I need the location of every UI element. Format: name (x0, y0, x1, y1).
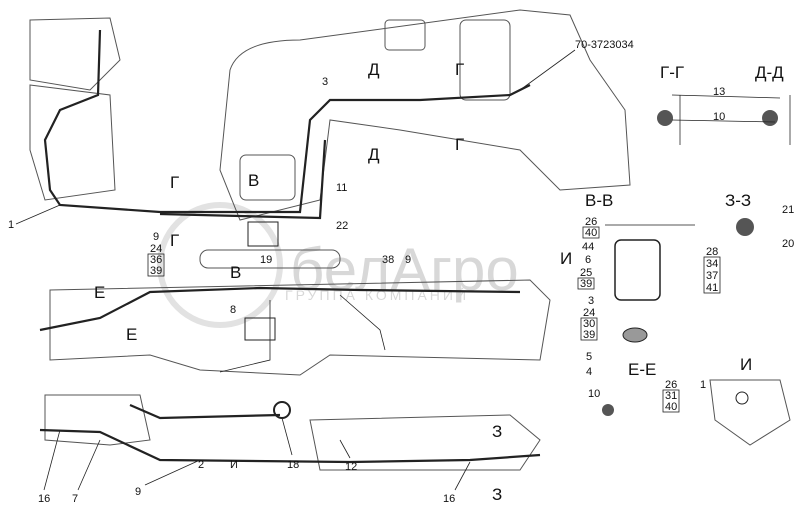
callout: 34 (706, 258, 718, 270)
marker-i: И (560, 249, 572, 268)
callout: 6 (585, 254, 591, 266)
marker-g: Г (170, 231, 179, 250)
callout: 7 (72, 493, 78, 505)
callout: 18 (287, 459, 299, 471)
vehicle-outline (29, 9, 631, 471)
callout: 26 (665, 379, 677, 391)
callout: 28 (706, 246, 718, 258)
callout: 10 (588, 388, 600, 400)
section-markers: Д Д Г Г Г Г В В Е Е З З И И (94, 60, 572, 504)
callout: 5 (586, 351, 592, 363)
callout: 40 (665, 401, 677, 413)
callout: 1 (8, 219, 14, 231)
callout: 31 (665, 390, 677, 402)
marker-e: Е (126, 325, 137, 344)
callout: 24 (583, 307, 595, 319)
marker-d: Д (368, 145, 380, 164)
callout: 16 (38, 493, 50, 505)
callout: 39 (150, 265, 162, 277)
callout: 41 (706, 282, 718, 294)
marker-e: Е (94, 283, 105, 302)
callout: 26 (585, 216, 597, 228)
callout: 37 (706, 270, 718, 282)
section-title-gg: Г-Г (660, 63, 684, 82)
callout: 36 (150, 254, 162, 266)
callout: 11 (336, 182, 347, 194)
callout: 3 (588, 295, 594, 307)
callout: 1 (700, 379, 706, 391)
section-title-vv: В-В (585, 191, 613, 210)
callout: 44 (582, 241, 594, 253)
marker-z: З (492, 485, 502, 504)
marker-v: В (230, 263, 241, 282)
callout: 39 (583, 329, 595, 341)
callouts: 13 10 3 11 1 22 9 24 36 39 19 38 9 8 26 … (8, 76, 794, 505)
marker-g: Г (455, 60, 464, 79)
section-views (602, 95, 791, 446)
section-title-ee: Е-Е (628, 360, 656, 379)
callout: 39 (580, 278, 592, 290)
callout: 13 (713, 86, 725, 98)
wire-harness (39, 29, 541, 464)
section-title-zz: З-З (725, 191, 751, 210)
callout: 2 (198, 459, 204, 471)
callout: 10 (713, 111, 725, 123)
part-number: 70-3723034 (575, 39, 634, 51)
marker-g: Г (455, 135, 464, 154)
callout: 40 (585, 227, 597, 239)
callout: 16 (443, 493, 455, 505)
marker-z: З (492, 422, 502, 441)
callout: 19 (260, 254, 272, 266)
callout: 20 (782, 238, 794, 250)
callout: 8 (230, 304, 236, 316)
callout: 3 (322, 76, 328, 88)
section-title-i: И (740, 355, 752, 374)
callout: 30 (583, 318, 595, 330)
marker-g: Г (170, 173, 179, 192)
callout: 22 (336, 220, 348, 232)
marker-v: В (248, 171, 259, 190)
callout: 24 (150, 243, 162, 255)
marker-d: Д (368, 60, 380, 79)
callout: 9 (153, 231, 159, 243)
callout: 9 (135, 486, 141, 498)
callout: 25 (580, 267, 592, 279)
marker-i: И (230, 459, 238, 471)
callout: 38 (382, 254, 394, 266)
callout: 9 (405, 254, 411, 266)
callout: 21 (782, 204, 794, 216)
callout: 4 (586, 366, 592, 378)
callout: 12 (345, 461, 357, 473)
section-title-dd: Д-Д (755, 63, 784, 82)
